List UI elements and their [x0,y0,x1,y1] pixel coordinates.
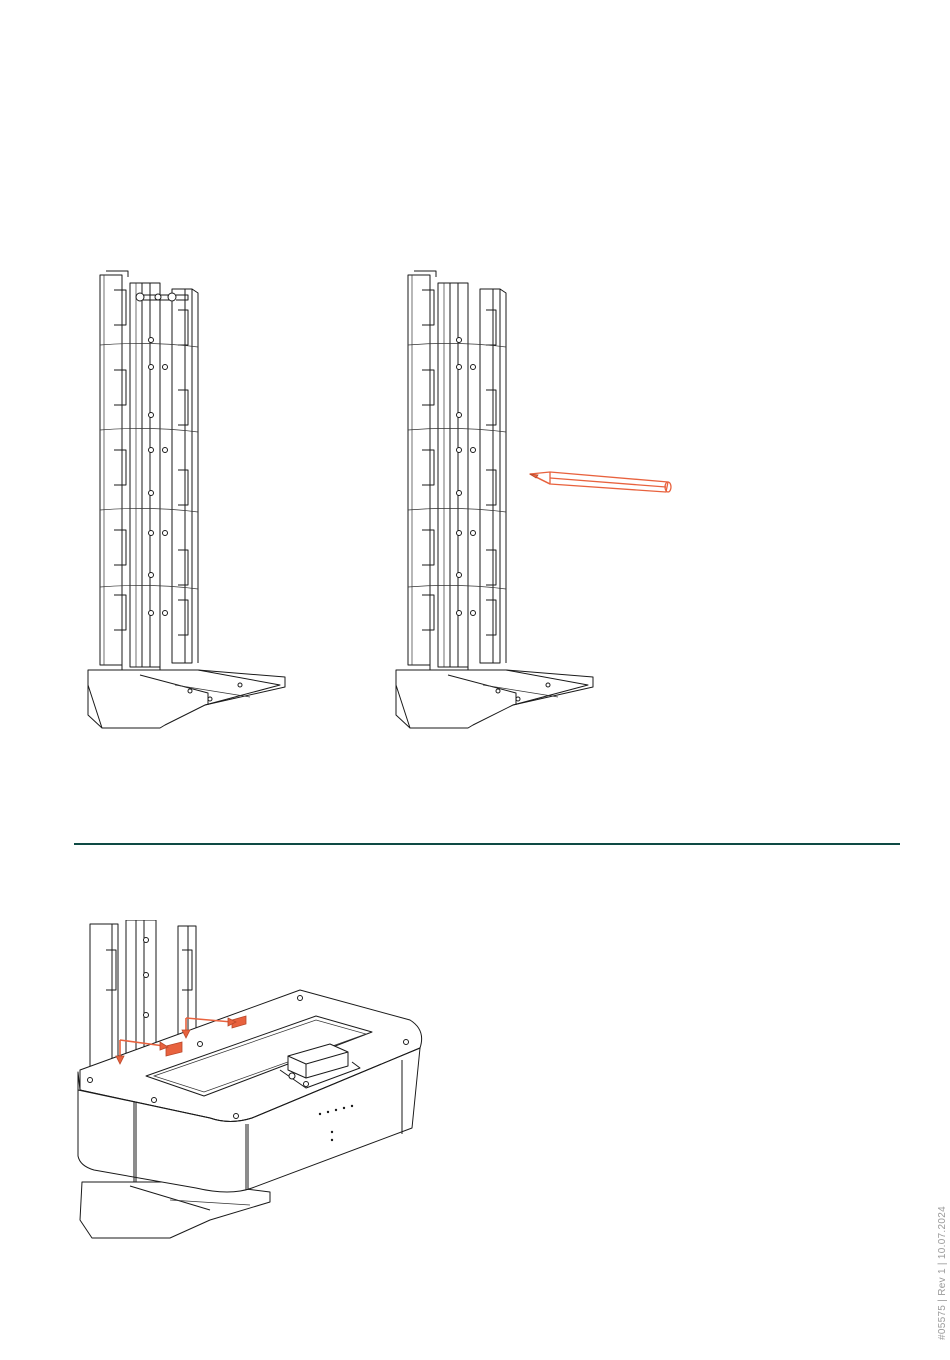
rack-with-pins-illustration [80,265,295,735]
document-reference: #05575 | Rev 1 | 10.07.2024 [937,1206,948,1340]
pencil-icon [526,466,676,498]
section-divider [74,843,900,845]
base-unit-mounting-illustration [70,920,430,1240]
rack-with-pencil-illustration [388,265,603,735]
